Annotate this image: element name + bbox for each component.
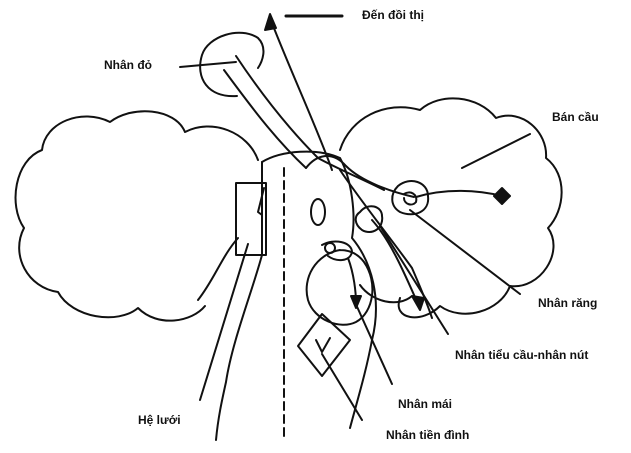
red-nucleus-pointer — [180, 62, 236, 67]
ascending-tract-arrowhead — [265, 14, 276, 30]
brainstem-outline — [262, 152, 376, 428]
left-hemisphere-outline — [16, 111, 258, 320]
fibre-thalamic-crossing — [306, 156, 414, 197]
cortex-diamond — [494, 188, 510, 204]
brainstem-left-edge — [216, 162, 262, 440]
label-den-doi-thi: Đến đồi thị — [362, 8, 424, 22]
vestibular-inner-mark — [316, 338, 330, 352]
label-nhan-do: Nhân đỏ — [104, 58, 152, 72]
vestibular-pointer — [322, 354, 362, 420]
right-hemisphere-lower-lobe — [360, 285, 412, 302]
hemisphere-pointer — [462, 134, 530, 168]
interposed-arrowhead — [412, 296, 424, 310]
fastigial-small-circle — [325, 243, 335, 253]
interposed-to-brainstem — [372, 220, 418, 304]
brainstem-small-ellipse — [311, 199, 325, 225]
vestibular-nucleus-diamond — [298, 314, 350, 376]
label-nhan-tien-dinh: Nhân tiền đình — [386, 428, 469, 442]
label-ban-cau: Bán cầu — [552, 110, 599, 124]
label-nhan-rang: Nhân răng — [538, 296, 597, 310]
left-hemisphere-inner-fold — [198, 238, 238, 300]
fastigial-pointer — [354, 300, 392, 384]
fibre-to-red-nucleus-b — [224, 70, 306, 168]
ascending-tract-line — [270, 18, 332, 170]
dentate-pointer — [410, 210, 520, 294]
label-nhan-mai: Nhân mái — [398, 397, 452, 411]
label-nhan-tieu-cau-nhan-nut: Nhân tiểu cầu-nhân nút — [455, 348, 588, 362]
label-he-luoi: Hệ lưới — [138, 413, 181, 427]
